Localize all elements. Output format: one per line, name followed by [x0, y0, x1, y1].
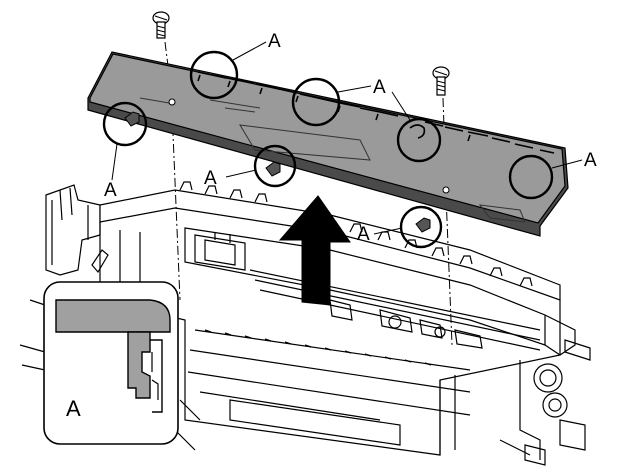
cover-ribs	[197, 71, 555, 154]
callout-circle-icon	[102, 101, 148, 147]
callout-label: A	[104, 180, 117, 201]
machine-body	[19, 181, 591, 466]
screw-icon	[432, 66, 450, 96]
detail-inset: A	[43, 281, 179, 445]
callout-label: A	[204, 168, 217, 189]
callout-circle-icon	[291, 77, 341, 127]
arrow-up-icon	[278, 195, 351, 306]
callout-circles	[102, 50, 554, 249]
callout-labels: A A A A A A	[104, 31, 597, 245]
callout-circle-icon	[189, 50, 239, 100]
callout-circle-icon	[399, 205, 443, 249]
inset-label: A	[66, 396, 81, 421]
callout-label: A	[268, 31, 281, 52]
screw-hole	[168, 98, 176, 106]
callout-label: A	[584, 150, 597, 171]
callout-circle-icon	[253, 144, 297, 188]
callout-label: A	[357, 224, 370, 245]
screw-icon	[152, 11, 170, 39]
callout-circle-icon	[508, 154, 554, 200]
screw-hole	[442, 186, 450, 194]
callout-circle-icon	[396, 117, 442, 163]
callout-leaders	[111, 41, 583, 235]
callout-label: A	[373, 77, 386, 98]
